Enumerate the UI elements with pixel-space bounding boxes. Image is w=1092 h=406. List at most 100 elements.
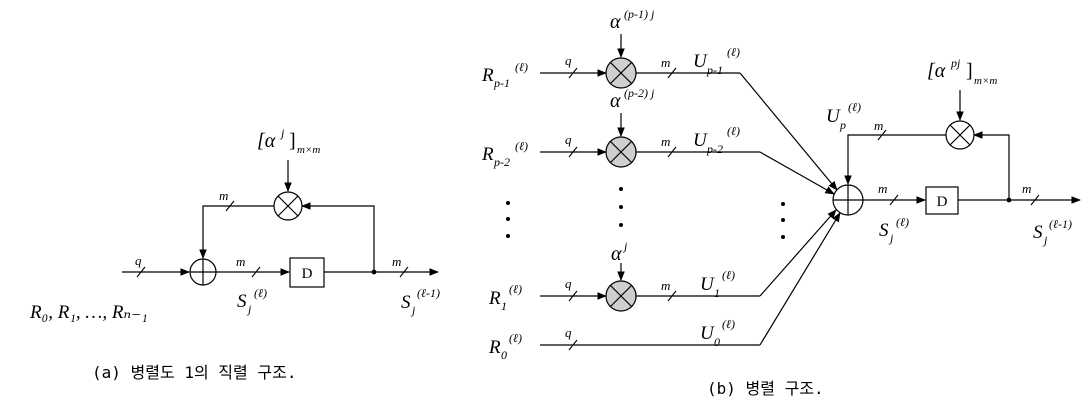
svg-text:m×m: m×m <box>297 144 320 156</box>
svg-text:p-1: p-1 <box>493 76 510 90</box>
svg-text:(p-1) j: (p-1) j <box>624 7 655 21</box>
svg-text:(ℓ-1): (ℓ-1) <box>417 286 440 300</box>
svg-text:0: 0 <box>714 335 720 349</box>
b-row-0-input-label: R 0 (ℓ) <box>488 331 522 362</box>
a-width-m1: m <box>236 254 245 269</box>
svg-text:U: U <box>826 106 841 127</box>
svg-text:m: m <box>661 278 670 293</box>
svg-text:R: R <box>488 337 501 358</box>
svg-text:m: m <box>661 55 670 70</box>
a-input-label: R₀, R₁, …, Rₙ₋₁ <box>29 302 148 323</box>
svg-text:j: j <box>888 231 894 245</box>
a-state-label: S j (ℓ) <box>237 286 267 316</box>
svg-text:(ℓ-1): (ℓ-1) <box>1049 217 1072 231</box>
a-width-m2: m <box>219 188 228 203</box>
svg-text:1: 1 <box>714 286 720 300</box>
svg-text:1: 1 <box>501 299 507 313</box>
svg-text:m: m <box>661 134 670 149</box>
a-output-label: S j (ℓ-1) <box>401 286 440 317</box>
svg-text:S: S <box>1033 222 1043 243</box>
svg-text:α: α <box>611 243 622 265</box>
a-tick-m2 <box>225 200 235 212</box>
svg-text:(ℓ): (ℓ) <box>509 282 522 296</box>
svg-text:p: p <box>839 118 846 132</box>
b-out-m: m <box>1022 181 1031 196</box>
b-row-p-1-input-label: R p-1 (ℓ) <box>481 60 528 90</box>
b-tick-sum <box>889 194 899 206</box>
b-state-label: S j (ℓ) <box>879 215 909 245</box>
b-adder <box>832 184 864 216</box>
b-output-label: S j (ℓ-1) <box>1033 217 1072 247</box>
svg-text:U: U <box>700 323 715 344</box>
svg-text:j: j <box>279 126 285 140</box>
svg-text:U: U <box>700 274 715 295</box>
svg-text:α: α <box>610 90 621 112</box>
svg-text:(ℓ): (ℓ) <box>727 124 740 138</box>
b-sum-m: m <box>878 181 887 196</box>
svg-text:j: j <box>246 302 252 316</box>
a-matrix-label: [α j ] m×m <box>257 126 320 156</box>
svg-text:j: j <box>622 239 628 253</box>
b-row-1-u-label: U 1 (ℓ) <box>700 268 735 300</box>
b-row-p-1: R p-1 (ℓ) q α (p-1) j m U p-1 <box>481 7 838 191</box>
b-fb-m: m <box>874 118 883 133</box>
a-adder <box>189 258 217 286</box>
a-tick-m3 <box>399 266 409 278</box>
svg-text:(ℓ): (ℓ) <box>727 45 740 59</box>
svg-text:(p-2) j: (p-2) j <box>624 86 655 100</box>
b-up-label: U p (ℓ) <box>826 100 861 132</box>
b-row-p-2-multiplier <box>605 136 637 168</box>
svg-text:S: S <box>401 292 411 313</box>
svg-text:(ℓ): (ℓ) <box>722 317 735 331</box>
a-feedback-in-wire <box>301 202 375 272</box>
b-row-p-2-u-label: U p-2 (ℓ) <box>693 124 740 156</box>
b-row-1-coef-label: α j <box>611 239 628 265</box>
svg-text:p-2: p-2 <box>493 155 510 169</box>
svg-text:S: S <box>879 220 889 241</box>
svg-text:(ℓ): (ℓ) <box>848 100 861 114</box>
b-row-1-multiplier <box>605 280 637 312</box>
svg-text:α: α <box>610 11 621 33</box>
a-width-m3: m <box>392 254 401 269</box>
b-feedback-out-wire <box>844 134 946 185</box>
b-row-p-1-coef-label: α (p-1) j <box>610 7 655 33</box>
svg-text:R: R <box>481 144 494 165</box>
svg-text:j: j <box>1042 233 1048 247</box>
svg-text:q: q <box>565 325 572 340</box>
svg-text:U: U <box>693 130 708 151</box>
figure-b: R p-1 (ℓ) q α (p-1) j m U p-1 <box>481 7 1081 398</box>
svg-text:(ℓ): (ℓ) <box>896 215 909 229</box>
svg-text:U: U <box>693 51 708 72</box>
svg-text:(ℓ): (ℓ) <box>509 331 522 345</box>
svg-text:[α: [α <box>257 130 276 152</box>
b-row-1-input-label: R 1 (ℓ) <box>488 282 522 313</box>
b-row-1: R 1 (ℓ) q α j m U 1 (ℓ) <box>488 209 837 313</box>
svg-text:(ℓ): (ℓ) <box>515 139 528 153</box>
a-feedback-out-wire <box>199 205 274 259</box>
b-tick-out <box>1030 194 1040 206</box>
caption-a: (a) 병렬도 1의 직렬 구조. <box>92 363 296 382</box>
b-row-p-2-input-label: R p-2 (ℓ) <box>481 139 528 169</box>
a-tick-q <box>136 266 146 278</box>
svg-text:p-2: p-2 <box>706 142 723 156</box>
a-delay-box: D <box>289 257 325 288</box>
caption-b: (b) 병렬 구조. <box>707 379 824 398</box>
svg-text:pj: pj <box>950 56 961 70</box>
b-row-p-1-multiplier <box>605 57 637 89</box>
b-row-0: R 0 (ℓ) q U 0 (ℓ) <box>488 212 841 362</box>
b-row-0-u-label: U 0 (ℓ) <box>700 317 735 349</box>
b-ellipsis-dots <box>506 187 785 239</box>
svg-text:D: D <box>937 194 948 210</box>
svg-text:]: ] <box>966 60 973 82</box>
a-multiplier <box>273 191 303 221</box>
b-row-p-2: R p-2 (ℓ) q α (p-2) j m U p-2 <box>481 86 835 195</box>
svg-text:j: j <box>410 303 416 317</box>
svg-text:q: q <box>565 132 572 147</box>
b-feedback-in-wire <box>973 131 1010 200</box>
svg-text:[α: [α <box>927 60 946 82</box>
svg-text:(ℓ): (ℓ) <box>515 60 528 74</box>
b-tick-fb <box>877 129 887 141</box>
svg-text:S: S <box>237 291 247 312</box>
